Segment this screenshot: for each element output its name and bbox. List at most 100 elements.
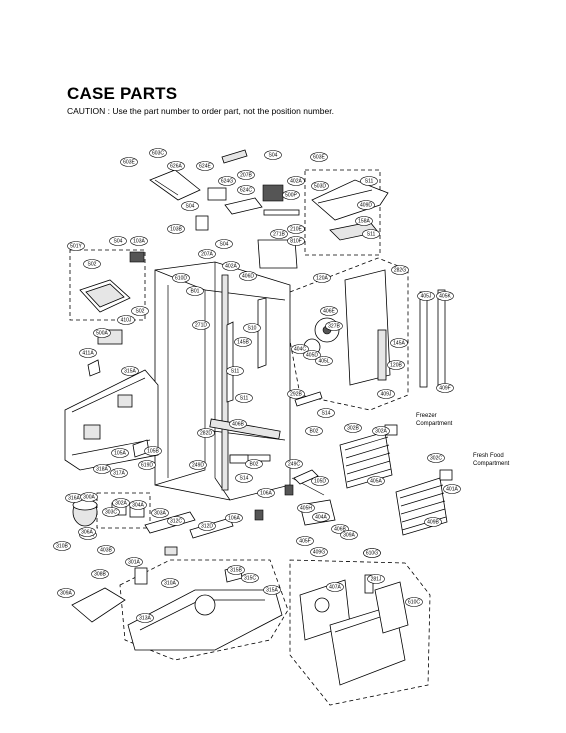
part-number-text: 302B — [347, 426, 359, 432]
part-label-405l: 405L — [315, 356, 333, 366]
part-number-text: 103B — [170, 227, 182, 233]
part-label-145b: 145B — [234, 337, 252, 347]
part-number-text: 318A — [96, 467, 108, 473]
part-label-s14: S14 — [317, 408, 335, 418]
part-number-text: 402A — [290, 179, 302, 185]
top-parts — [149, 149, 300, 269]
part-label-409g: 409G — [310, 547, 328, 557]
part-label-292b: 292B — [287, 389, 305, 399]
part-label-402a: 402A — [287, 176, 305, 186]
part-label-503d: 503D — [311, 181, 329, 191]
part-number-text: 158A — [358, 219, 370, 225]
part-label-106a: 106A — [257, 488, 275, 498]
part-label-308b: 308B — [91, 569, 109, 579]
part-number-text: 405J — [421, 294, 432, 300]
part-label-610d: 610D — [172, 273, 190, 283]
part-label-s04: S04 — [264, 150, 282, 160]
part-label-409f: 409F — [436, 383, 454, 393]
part-number-text: S04 — [186, 204, 195, 210]
part-number-text: 405K — [439, 294, 451, 300]
part-number-text: 145A — [393, 341, 405, 347]
part-label-610g: 610G — [363, 548, 381, 558]
part-number-text: 249C — [288, 462, 300, 468]
part-label-303c: 303C — [102, 507, 120, 517]
part-label-409d: 409D — [357, 200, 375, 210]
part-label-302b: 302B — [344, 423, 362, 433]
part-number-text: 403B — [100, 548, 112, 554]
part-number-text: 624C — [240, 188, 252, 194]
part-label-304a: 304A — [129, 500, 147, 510]
part-number-text: S02 — [88, 262, 97, 268]
part-number-text: 624G — [221, 179, 233, 185]
part-number-text: 316A — [68, 496, 80, 502]
part-label-405j: 405J — [417, 291, 435, 301]
part-label-207b: 207B — [237, 170, 255, 180]
part-label-410j: 410J — [117, 315, 135, 325]
part-number-text: 626A — [170, 164, 182, 170]
evaporator-fresh — [395, 469, 453, 536]
part-number-text: 603C — [152, 151, 164, 157]
part-number-text: 603E — [123, 160, 135, 166]
part-number-text: 303A — [154, 511, 166, 517]
part-number-text: B01 — [191, 289, 200, 295]
part-number-text: 105A — [114, 451, 126, 457]
part-number-text: 210E — [290, 227, 302, 233]
part-label-610c: 610C — [405, 597, 423, 607]
part-number-text: 310B — [56, 544, 68, 550]
top-right-cover-group — [304, 169, 381, 256]
part-label-411a: 411A — [79, 348, 97, 358]
part-label-309a: 309A — [340, 530, 358, 540]
part-label-407a: 407A — [326, 582, 344, 592]
part-number-text: 312C — [170, 519, 182, 525]
part-number-text: 281J — [371, 577, 382, 583]
part-label-404c: 404C — [291, 344, 309, 354]
part-number-text: S10 — [248, 326, 257, 332]
part-label-120a: 120A — [313, 273, 331, 283]
part-number-text: S04 — [269, 153, 278, 159]
part-number-text: 624E — [199, 164, 211, 170]
caution-note: CAUTION : Use the part number to order p… — [67, 106, 334, 116]
evaporator-freezer — [339, 424, 398, 489]
part-number-text: 304A — [132, 503, 144, 509]
part-label-120b: 120B — [387, 360, 405, 370]
part-label-105b: 105B — [144, 446, 162, 456]
part-label-404a: 404A — [312, 512, 330, 522]
part-number-text: 409D — [360, 203, 372, 209]
part-number-text: 405A — [370, 479, 382, 485]
part-number-text: 302A — [375, 429, 387, 435]
shelf-rail-left — [226, 321, 234, 403]
part-label-249d: 249D — [189, 460, 207, 470]
part-label-303a: 303A — [151, 508, 169, 518]
part-number-text: 145B — [237, 340, 249, 346]
part-label-624e: 624E — [196, 161, 214, 171]
part-number-text: 282D — [200, 431, 212, 437]
part-label-s11: S11 — [360, 176, 378, 186]
part-label-271d: 271D — [192, 320, 210, 330]
part-number-text: S02 — [136, 309, 145, 315]
part-number-text: 309A — [343, 533, 355, 539]
part-number-text: S04 — [220, 242, 229, 248]
part-number-text: 406B — [334, 527, 346, 533]
part-label-s04: S04 — [109, 236, 127, 246]
part-number-text: 282G — [394, 268, 406, 274]
part-number-text: 411A — [82, 351, 94, 357]
part-label-210e: 210E — [287, 224, 305, 234]
part-label-s11: S11 — [362, 229, 380, 239]
part-number-text: 317A — [113, 471, 125, 477]
page-title: CASE PARTS — [67, 84, 178, 103]
fresh-caption-1: Fresh Food — [473, 453, 504, 459]
part-number-text: 619D — [141, 463, 153, 469]
part-label-405f: 405F — [296, 536, 314, 546]
part-label-249c: 249C — [285, 459, 303, 469]
part-number-text: 315C — [244, 576, 256, 582]
part-number-text: 313A — [139, 616, 151, 622]
base-pan — [71, 546, 283, 651]
part-number-text: 312D — [201, 524, 213, 530]
left-tray-group — [69, 249, 146, 321]
part-number-text: 105B — [147, 449, 159, 455]
part-label-s04: S04 — [181, 201, 199, 211]
part-number-text: 302C — [430, 456, 442, 462]
part-number-text: 271B — [273, 232, 285, 238]
part-number-text: 207A — [201, 252, 213, 258]
